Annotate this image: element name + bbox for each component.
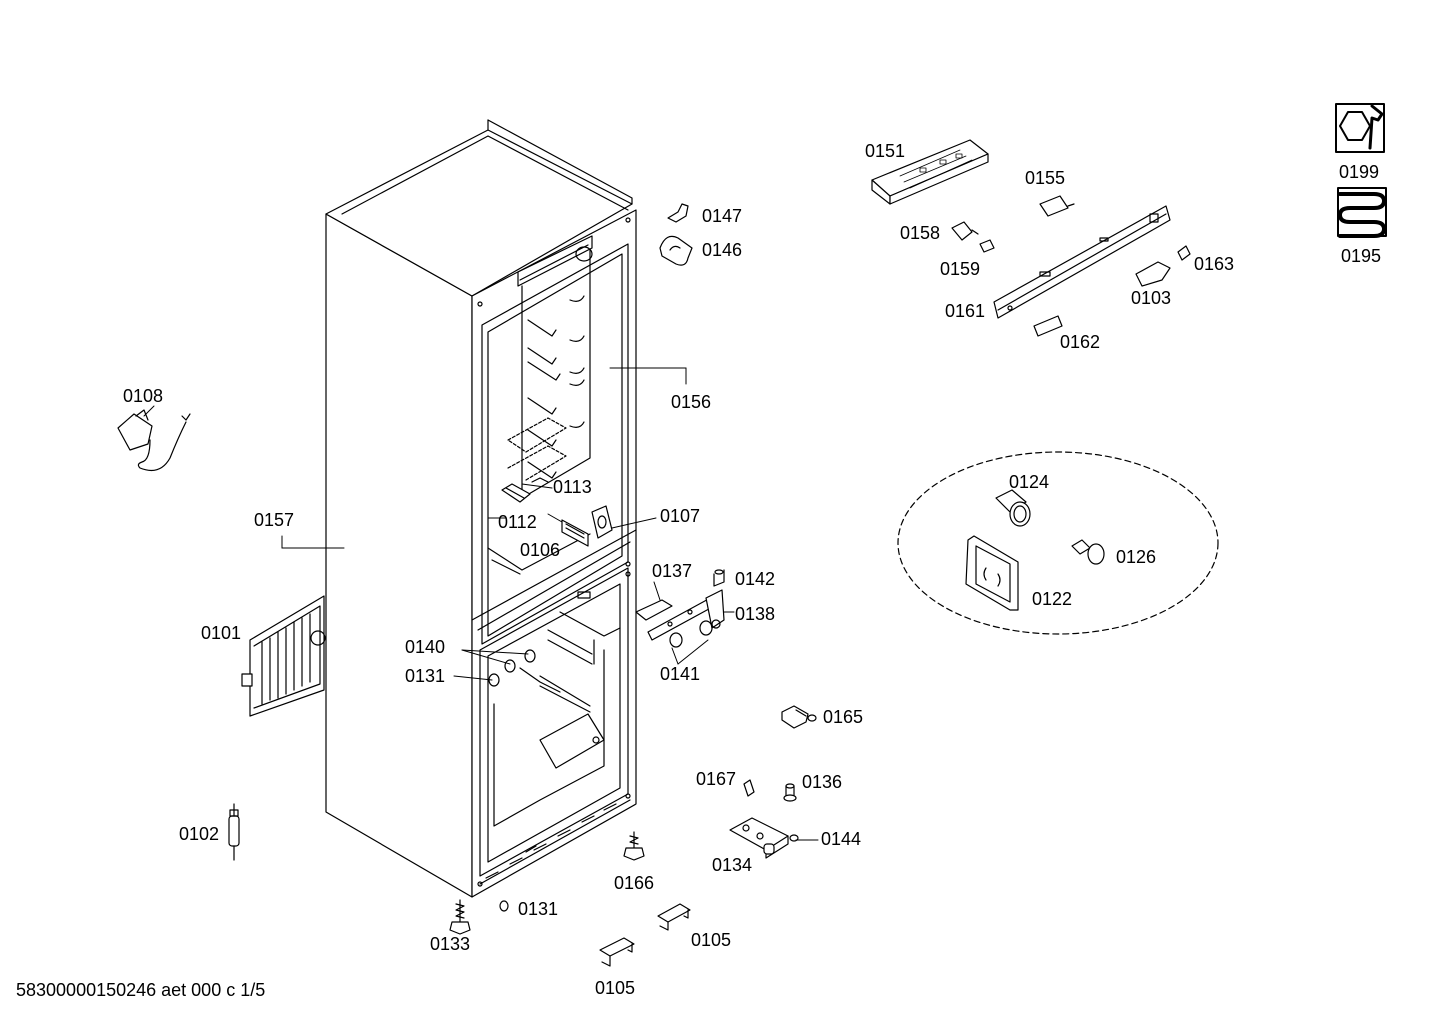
thermostat-0155 [1040,196,1074,216]
adjustable-foot-0166 [624,832,644,860]
part-label-0166: 0166 [614,873,655,893]
switch-0165 [782,706,816,728]
part-label-0162: 0162 [1060,332,1101,352]
wrench-nut-icon [1336,104,1384,152]
part-label-0142: 0142 [735,569,776,589]
hinge-base-0134 [730,818,798,858]
part-label-0105-b: 0105 [595,978,636,998]
hinge-cover-0146 [660,236,692,265]
part-label-0161: 0161 [945,301,986,321]
part-label-0159: 0159 [940,259,981,279]
adjustable-foot-0133 [450,900,470,934]
part-label-0163: 0163 [1194,254,1235,274]
part-label-0113: 0113 [553,477,592,497]
lamp-group-outline [898,452,1218,634]
part-label-0151: 0151 [865,141,906,161]
part-label-0112: 0112 [498,512,537,532]
lamp-cover-0122 [966,536,1018,610]
part-label-0155: 0155 [1025,168,1066,188]
part-label-0165: 0165 [823,707,864,727]
part-label-0126: 0126 [1116,547,1157,567]
part-label-0101: 0101 [201,623,242,643]
part-label-0146: 0146 [702,240,743,260]
bracket-0103 [1136,262,1170,286]
bushings-0140 [489,650,560,692]
part-label-0103: 0103 [1131,288,1172,308]
label-0162 [1034,316,1062,336]
control-panel-0151 [872,140,988,204]
part-label-0122: 0122 [1032,589,1073,609]
bulb-0159 [980,240,994,252]
clip-0163 [1178,246,1190,260]
part-label-0157: 0157 [254,510,295,530]
part-label-0138: 0138 [735,604,776,624]
part-label-0167: 0167 [696,769,737,789]
hinge-pin-0102 [229,804,239,860]
hinge-pin-0136 [784,784,796,801]
condenser-0101 [242,596,325,716]
clip-0147 [668,204,688,222]
bracket-0105-b [600,938,634,966]
part-label-0105-a: 0105 [691,930,732,950]
part-label-0133: 0133 [430,934,471,954]
control-parts [502,478,612,546]
leader-lines [144,368,818,840]
part-label-0141: 0141 [660,664,701,684]
part-label-0137: 0137 [652,561,693,581]
part-label-0108: 0108 [123,386,164,406]
lamp-holder-0158 [952,222,978,240]
bottom-vents [480,800,630,884]
part-label-0131-b: 0131 [518,899,559,919]
hinge-clip-0167 [744,780,754,796]
part-label-0199: 0199 [1339,162,1380,182]
shelf-rails [528,296,584,478]
part-label-0124: 0124 [1009,472,1050,492]
part-label-0131-a: 0131 [405,666,446,686]
bracket-0105-a [658,904,690,930]
part-label-0102: 0102 [179,824,220,844]
part-label-0156: 0156 [671,392,712,412]
heating-coil-icon [1338,188,1386,236]
part-label-0107: 0107 [660,506,701,526]
lamp-0124 [996,490,1030,526]
power-cable-0108 [118,410,190,470]
fridge-cabinet [326,120,636,897]
part-label-0158: 0158 [900,223,941,243]
part-label-0147: 0147 [702,206,743,226]
document-code: 58300000150246 aet 000 c 1/5 [16,980,266,1000]
rail-0161 [994,206,1170,318]
bulb-0126 [1072,540,1104,564]
part-label-0195: 0195 [1341,246,1382,266]
part-label-0134: 0134 [712,855,753,875]
cap-0131-bottom [500,901,508,911]
part-label-0106: 0106 [520,540,561,560]
hinge-assembly-0138 [636,570,724,647]
part-label-0144: 0144 [821,829,862,849]
part-label-0140: 0140 [405,637,446,657]
part-label-0136: 0136 [802,772,843,792]
